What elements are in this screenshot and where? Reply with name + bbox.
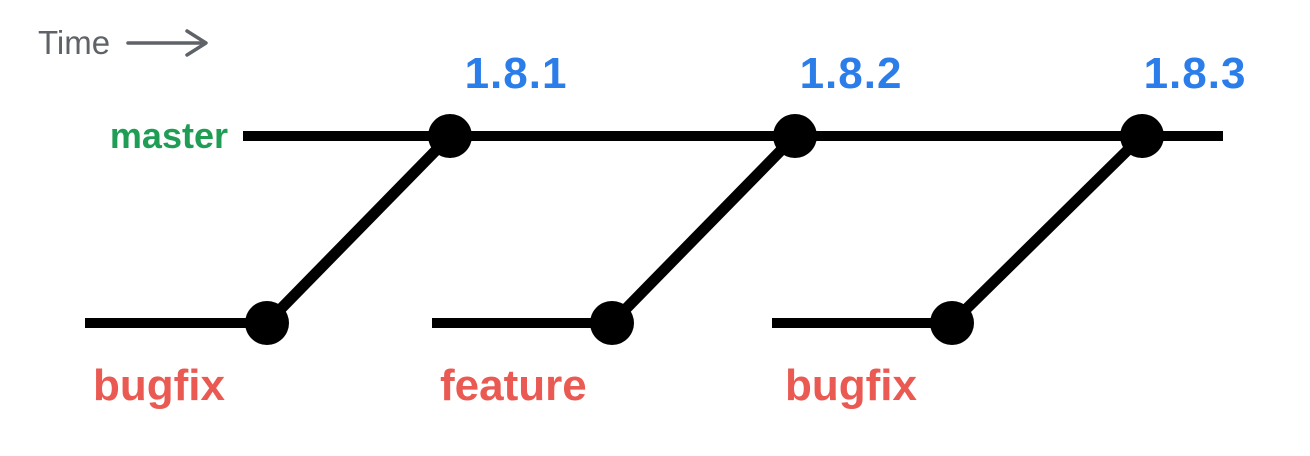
merge-line-feature bbox=[608, 132, 799, 327]
commit-node-bugfix-2 bbox=[930, 301, 974, 345]
version-tag-1-8-1: 1.8.1 bbox=[465, 49, 568, 98]
branch-label-bugfix-2: bugfix bbox=[785, 361, 918, 410]
branch-label-bugfix-1: bugfix bbox=[93, 361, 226, 410]
commit-node-bugfix-1 bbox=[245, 301, 289, 345]
commit-node-master-1 bbox=[428, 114, 472, 158]
time-axis-label: Time bbox=[38, 24, 110, 61]
master-branch-label: master bbox=[110, 115, 228, 156]
merge-line-bugfix-1 bbox=[263, 132, 454, 327]
commit-node-feature bbox=[590, 301, 634, 345]
merge-line-bugfix-2 bbox=[948, 132, 1146, 327]
commit-node-master-2 bbox=[773, 114, 817, 158]
commit-node-master-3 bbox=[1120, 114, 1164, 158]
time-arrow-icon bbox=[126, 29, 208, 57]
version-tag-1-8-2: 1.8.2 bbox=[800, 49, 903, 98]
version-tag-1-8-3: 1.8.3 bbox=[1144, 49, 1247, 98]
branch-label-feature: feature bbox=[440, 361, 587, 410]
